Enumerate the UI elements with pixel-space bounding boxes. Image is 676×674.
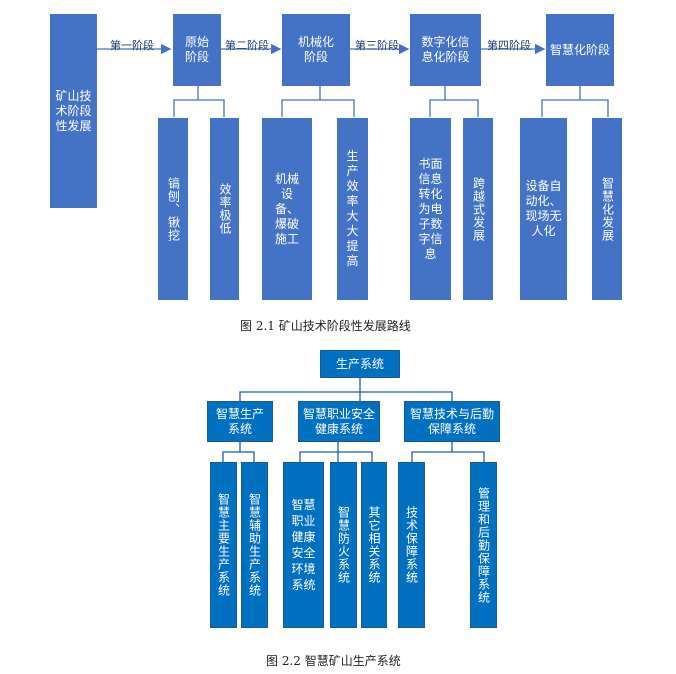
child-node-3a-label: 技术保障系统 (404, 506, 419, 584)
branch-stage-1 (173, 86, 225, 117)
stage-node-2-label: 机械化阶段 (297, 35, 334, 64)
child-node-1a: 智慧主要生产系统 (210, 462, 237, 628)
leaf-2a: 机械设备、爆破施工 (262, 118, 312, 300)
leaf-1a: 镐刨、锹挖 (158, 118, 188, 300)
arrow-label-1: 第一阶段 (110, 39, 154, 52)
leaf-3a: 书面信息转化为电子数字信息 (410, 118, 451, 300)
stage-node-2: 机械化阶段 (282, 14, 350, 86)
leaf-4a-label: 设备自动化、现场无人化 (525, 179, 562, 238)
arrow-label-2: 第二阶段 (225, 39, 269, 52)
root-node-2-label: 生产系统 (335, 356, 384, 371)
stage-node-3: 数字化信息化阶段 (410, 14, 481, 86)
group-node-3: 智慧技术与后勤保障系统 (404, 401, 500, 442)
arrow-label-3: 第三阶段 (355, 39, 399, 52)
branch-stage-3 (429, 86, 479, 117)
child-node-3a: 技术保障系统 (398, 462, 425, 628)
branch-group-2 (299, 442, 373, 462)
leaf-1b: 效率极低 (210, 118, 239, 300)
group-node-1-label: 智慧生产系统 (215, 406, 264, 436)
leaf-2a-label: 机械设备、爆破施工 (274, 171, 299, 246)
leaf-2b-label: 生产效率大大提高 (346, 149, 359, 268)
leaf-4b: 智慧化发展 (592, 118, 622, 300)
leaf-3b-label: 跨越式发展 (471, 176, 486, 242)
child-node-2c: 其它相关系统 (361, 462, 387, 628)
stage-node-4-label: 智慧化阶段 (549, 42, 610, 57)
root-node-label: 矿山技术阶段性发展 (55, 88, 92, 133)
branch-stage-2 (281, 86, 355, 117)
leaf-1a-label: 镐刨、锹挖 (166, 176, 181, 242)
branch-group-1 (222, 442, 255, 462)
figure-1-caption: 图 2.1 矿山技术阶段性发展路线 (240, 319, 411, 333)
stage-node-4: 智慧化阶段 (546, 14, 614, 86)
leaf-4a: 设备自动化、现场无人化 (520, 118, 567, 300)
group-node-2: 智慧职业安全健康系统 (298, 401, 380, 442)
child-node-1b: 智慧辅助生产系统 (241, 462, 268, 628)
figure-2-caption: 图 2.2 智慧矿山生产系统 (266, 654, 401, 668)
child-node-2b-label: 智慧防火系统 (336, 506, 351, 584)
branch-stage-4 (541, 86, 609, 117)
leaf-4b-label: 智慧化发展 (600, 176, 615, 242)
stage-node-3-label: 数字化信息化阶段 (421, 35, 470, 64)
child-node-2c-label: 其它相关系统 (367, 506, 381, 584)
child-node-3b-label: 管理和后勤保障系统 (476, 486, 491, 604)
branch-root (239, 378, 453, 401)
leaf-1b-label: 效率极低 (218, 183, 232, 235)
child-node-3b: 管理和后勤保障系统 (470, 462, 497, 628)
leaf-3a-label: 书面信息转化为电子数字信息 (418, 156, 443, 261)
child-node-2b: 智慧防火系统 (330, 462, 357, 628)
root-node: 矿山技术阶段性发展 (50, 14, 97, 208)
child-node-1b-label: 智慧辅助生产系统 (247, 493, 262, 597)
group-node-1: 智慧生产系统 (207, 401, 273, 442)
root-node-2: 生产系统 (320, 350, 400, 378)
group-node-2-label: 智慧职业安全健康系统 (302, 406, 375, 436)
group-node-3-label: 智慧技术与后勤保障系统 (409, 406, 494, 436)
child-node-1a-label: 智慧主要生产系统 (216, 493, 231, 597)
leaf-3b: 跨越式发展 (463, 118, 493, 300)
child-node-2a: 智慧职业健康安全环境系统 (283, 462, 324, 628)
stage-node-1-label: 原始阶段 (184, 35, 209, 64)
stage-node-1: 原始阶段 (173, 14, 221, 86)
branch-group-3 (411, 442, 485, 462)
child-node-2a-label: 智慧职业健康安全环境系统 (291, 498, 316, 592)
leaf-2b: 生产效率大大提高 (337, 118, 368, 300)
arrow-label-4: 第四阶段 (487, 39, 531, 52)
